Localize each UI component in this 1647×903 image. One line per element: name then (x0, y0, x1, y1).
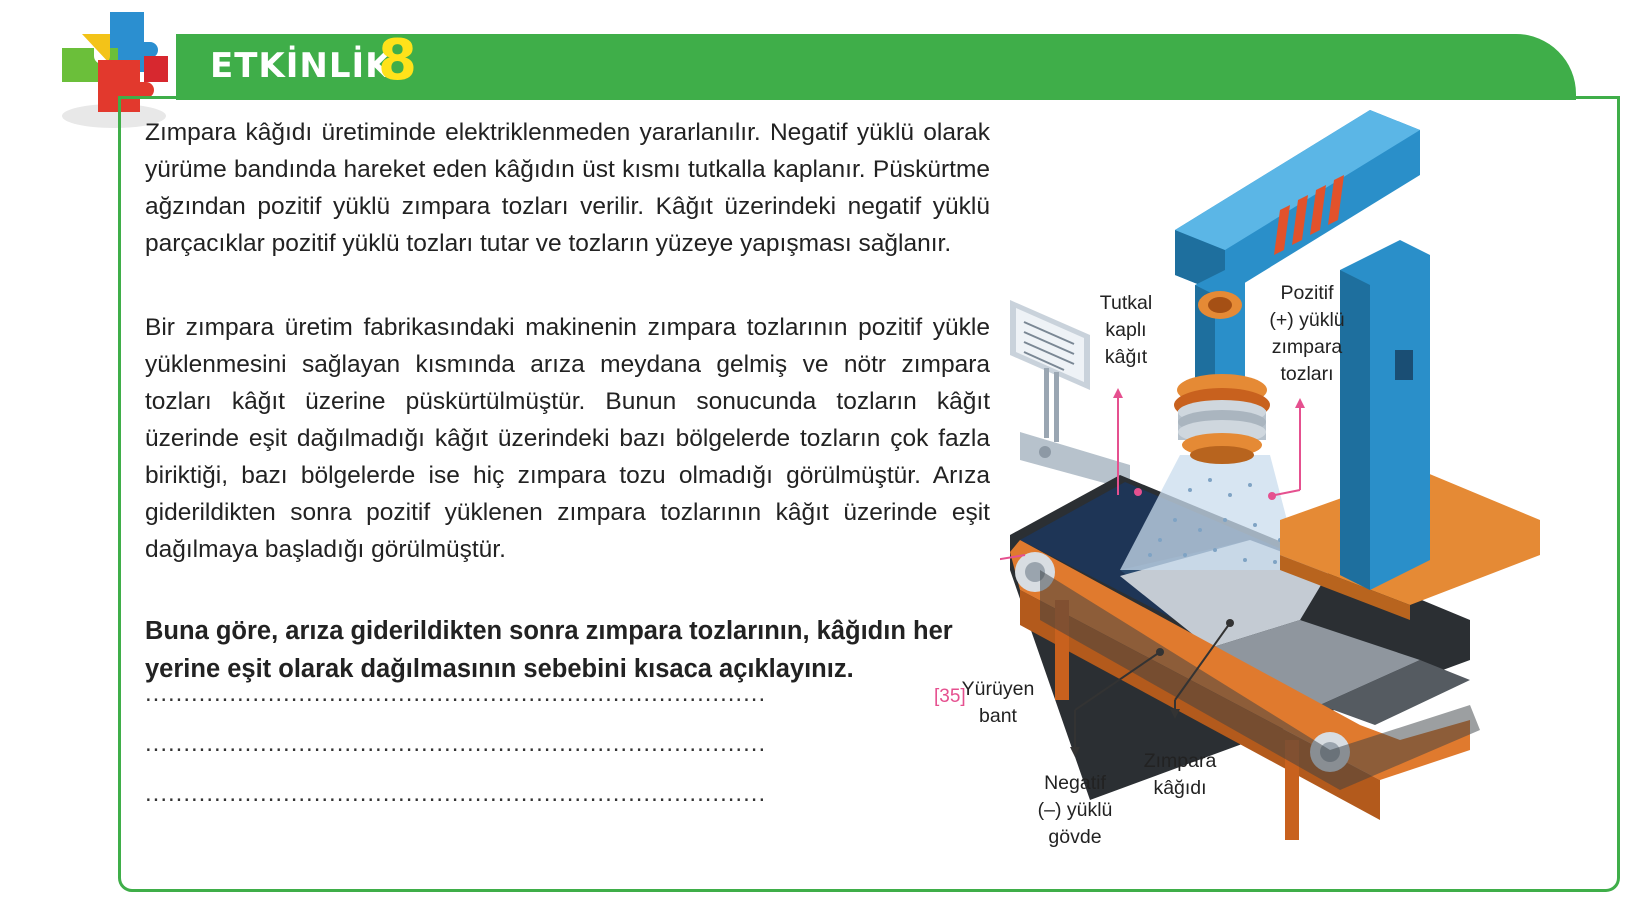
info-sign (1010, 300, 1090, 442)
label-glued-paper-line1: Tutkal (1099, 292, 1153, 314)
label-positive-powder-line3: zımpara (1271, 336, 1343, 358)
label-arrows-dark (1070, 619, 1234, 757)
spray-machine (1174, 110, 1540, 620)
label-conveyor-line2: bant (979, 705, 1017, 727)
content-frame-top (118, 96, 1620, 99)
label-sandpaper: Zımpara kâğıdı (1140, 748, 1220, 802)
content-frame (118, 96, 1620, 892)
powder-spray (1120, 455, 1300, 570)
paragraph-intro: Zımpara kâğıdı üretiminde elektriklenmed… (145, 119, 990, 257)
label-negative-body-line1: Negatif (1044, 772, 1106, 794)
label-conveyor: Yürüyen bant (958, 676, 1038, 730)
paragraph-scenario: Bir zımpara üretim fabrikasındaki makine… (145, 314, 990, 563)
label-arrows (1000, 388, 1305, 561)
answer-line-2[interactable]: ........................................… (145, 730, 765, 757)
activity-number: 8 (378, 28, 417, 93)
label-positive-powder: Pozitif (+) yüklü zımpara tozları (1262, 280, 1352, 388)
label-glued-paper: Tutkal kaplı kâğıt (1098, 290, 1154, 371)
answer-line-1[interactable]: ........................................… (145, 680, 765, 707)
label-sandpaper-line2: kâğıdı (1153, 777, 1207, 799)
label-positive-powder-line2: (+) yüklü (1269, 309, 1345, 331)
label-glued-paper-line2: kaplı (1105, 319, 1147, 341)
label-conveyor-line1: Yürüyen (961, 678, 1035, 700)
label-negative-body-line2: (–) yüklü gövde (1037, 799, 1113, 848)
activity-title: ETKİNLİK (210, 46, 393, 86)
label-positive-powder-line4: tozları (1280, 363, 1334, 385)
label-glued-paper-line3: kâğıt (1104, 346, 1148, 368)
label-negative-body: Negatif (–) yüklü gövde (1010, 770, 1140, 851)
conveyor-belt (1010, 432, 1480, 840)
question-text: Buna göre, arıza giderildikten sonra zım… (145, 617, 953, 683)
puzzle-logo (62, 12, 168, 128)
header-bar (176, 34, 1576, 100)
sandpaper-machine-illustration (1000, 110, 1540, 840)
label-sandpaper-line1: Zımpara (1143, 750, 1217, 772)
answer-line-3[interactable]: ........................................… (145, 780, 765, 807)
label-positive-powder-line1: Pozitif (1280, 282, 1334, 304)
reference-number: [35] (934, 686, 966, 707)
